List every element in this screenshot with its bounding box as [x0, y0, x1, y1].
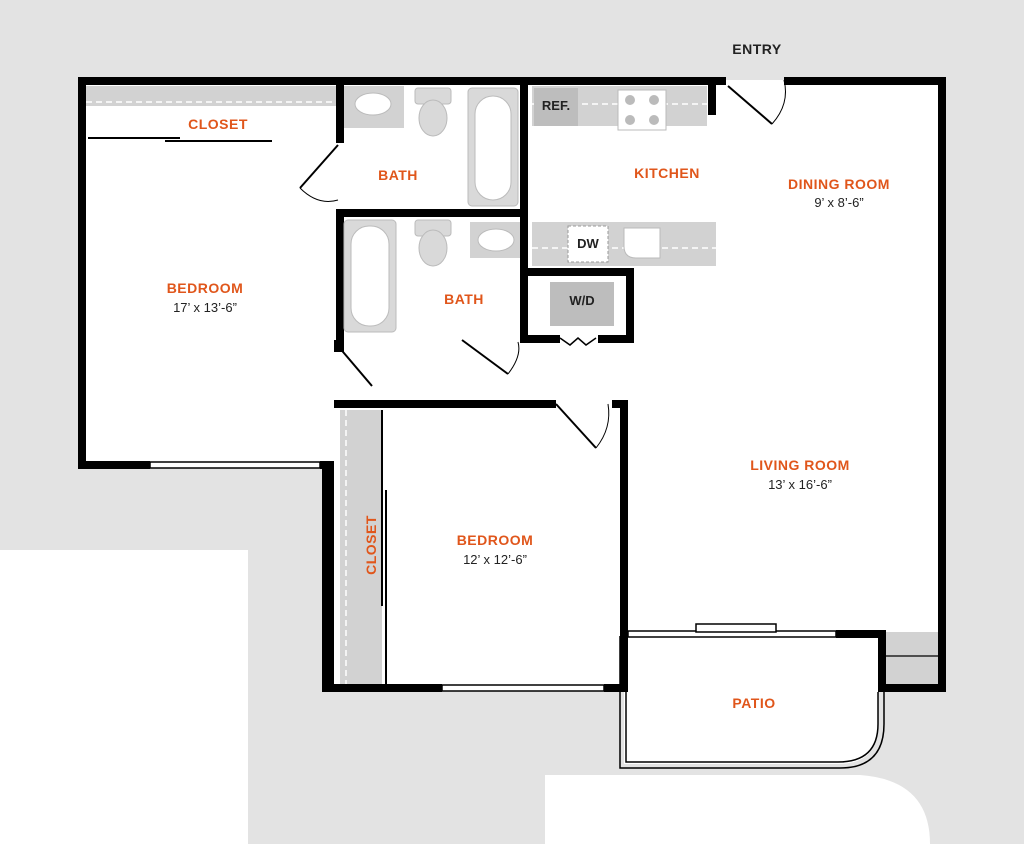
kitchen-fixtures: [534, 88, 667, 326]
entry-label: ENTRY: [732, 41, 782, 57]
bathtubs: [343, 87, 519, 333]
bath-2-label: BATH: [444, 291, 484, 307]
patio-rail-outer: [619, 636, 885, 769]
windows: [149, 461, 837, 692]
washer-dryer-label: W/D: [569, 293, 594, 308]
bedroom-1-window: [149, 461, 321, 469]
bedroom-2-window: [441, 684, 605, 692]
living-dims: 13’ x 16’-6”: [768, 477, 832, 492]
closet-2-shelf: [340, 410, 382, 686]
closet-2-label: CLOSET: [363, 515, 379, 575]
mechanical-closet: [884, 632, 938, 684]
dishwasher-box: [567, 225, 609, 263]
bedroom-1-dims: 17’ x 13’-6”: [173, 300, 237, 315]
patio-rail-inner: [625, 636, 879, 763]
patio-door: [695, 623, 777, 633]
kitchen-label: KITCHEN: [634, 165, 700, 181]
closet-doors: [88, 137, 387, 686]
refrigerator-box: [534, 88, 578, 126]
kitchen-sink: [623, 227, 661, 259]
dishwasher-label: DW: [577, 236, 599, 251]
washer-dryer-box: [550, 282, 614, 326]
swing-doors: [299, 79, 786, 449]
toilets-sinks: [354, 87, 515, 267]
bedroom-1-label: BEDROOM: [167, 280, 244, 296]
labels: ENTRY CLOSET BATH KITCHEN DINING ROOM 9’…: [167, 41, 890, 711]
refrigerator-label: REF.: [542, 98, 570, 113]
dining-dims: 9’ x 8’-6”: [814, 195, 863, 210]
closet-1-label: CLOSET: [188, 116, 248, 132]
range: [617, 89, 667, 131]
living-label: LIVING ROOM: [750, 457, 850, 473]
bath-1-label: BATH: [378, 167, 418, 183]
patio-label: PATIO: [732, 695, 775, 711]
closet-1-shelf: [86, 86, 336, 106]
bedroom-2-dims: 12’ x 12’-6”: [463, 552, 527, 567]
dining-label: DINING ROOM: [788, 176, 890, 192]
walls: [78, 77, 946, 692]
bedroom-2-label: BEDROOM: [457, 532, 534, 548]
